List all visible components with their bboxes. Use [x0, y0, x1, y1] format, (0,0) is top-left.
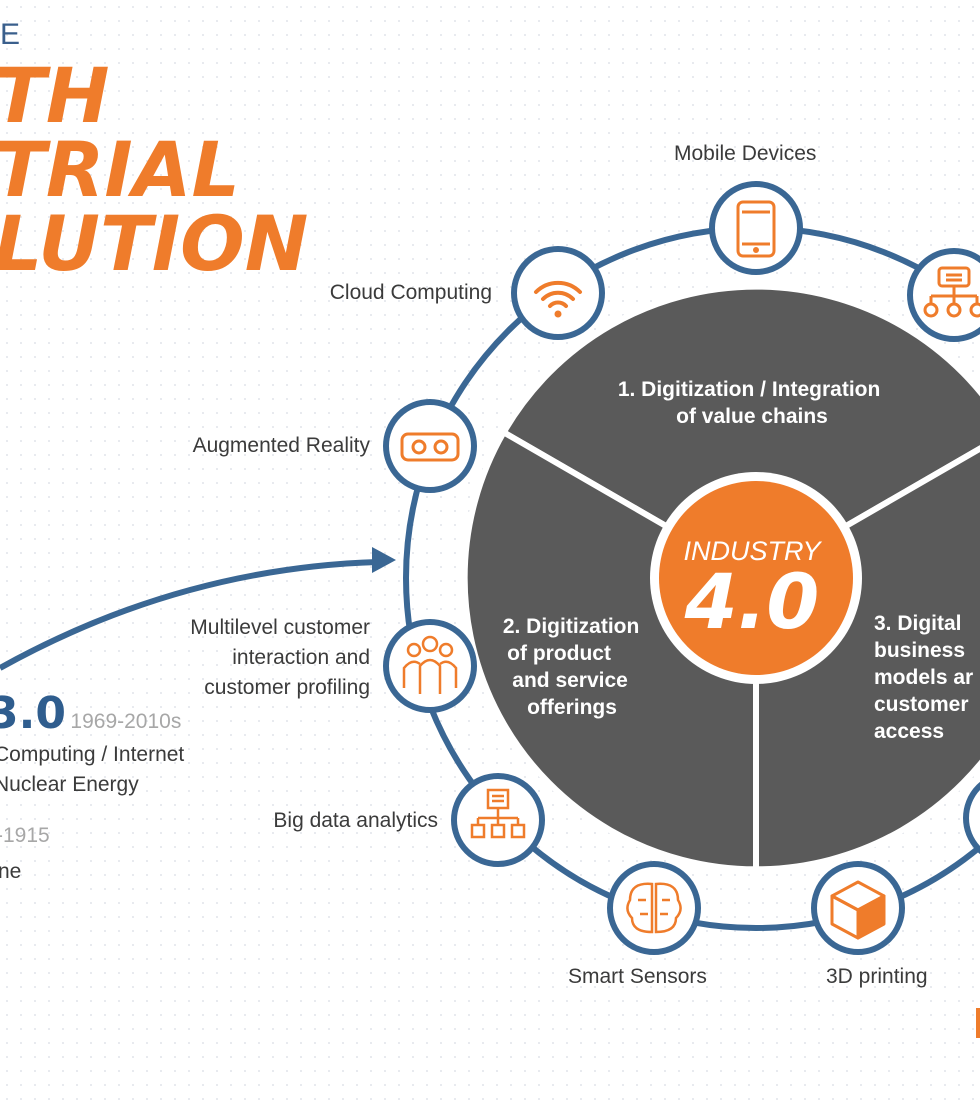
- era-3-line-1: Computing / Internet: [0, 743, 185, 766]
- logo-fragment: [976, 1008, 980, 1038]
- timeline-arrowhead: [372, 547, 396, 573]
- center-label: INDUSTRY: [683, 536, 822, 566]
- label-big-data: Big data analytics: [273, 809, 438, 832]
- title-line-3: LUTION: [0, 199, 309, 288]
- era-3-years: 1969-2010s: [70, 710, 182, 733]
- title-kicker: E: [0, 18, 23, 51]
- center-number: 4.0: [684, 557, 820, 646]
- network-hierarchy-icon: [923, 266, 980, 318]
- wifi-icon: [534, 280, 582, 318]
- node-cloud-computing[interactable]: [511, 246, 605, 340]
- era-2-text: ne: [0, 860, 22, 883]
- label-smart-sensors: Smart Sensors: [568, 965, 707, 988]
- sector-1-text: 1. Digitization / Integration of value c…: [618, 378, 886, 428]
- title-line-1: TH: [0, 51, 110, 140]
- node-network[interactable]: [907, 248, 980, 342]
- node-customer-interaction[interactable]: [383, 619, 477, 713]
- era-3-heading: 3.0 1969-2010s: [0, 688, 181, 739]
- label-customer-interaction: Multilevel customer interaction and cust…: [190, 616, 370, 699]
- timeline-arrow: [0, 559, 379, 671]
- people-group-icon: [402, 635, 458, 694]
- vr-goggles-icon: [400, 432, 460, 462]
- title-line-2: TRIAL: [0, 125, 240, 214]
- factory-network-icon: [470, 788, 526, 839]
- brain-circuit-icon: [626, 882, 682, 934]
- era-3-line-2: Nuclear Energy: [0, 773, 139, 796]
- sector-3-text: 3. Digital business models ar customer a…: [874, 612, 979, 743]
- label-cloud-computing: Cloud Computing: [329, 281, 492, 304]
- node-big-data[interactable]: [451, 773, 545, 867]
- center-badge: [659, 481, 853, 675]
- node-smart-sensors[interactable]: [607, 861, 701, 955]
- 3d-cube-icon: [830, 880, 886, 940]
- era-3-number: 3.0: [0, 688, 66, 739]
- node-3d-printing[interactable]: [811, 861, 905, 955]
- sector-2-text: 2. Digitization of product and service o…: [503, 615, 645, 719]
- label-augmented-reality: Augmented Reality: [192, 434, 370, 457]
- mobile-phone-icon: [736, 200, 776, 258]
- node-cropped-right[interactable]: [963, 774, 980, 862]
- sector-value-chains: [499, 283, 980, 582]
- era-2-years: -1915: [0, 824, 50, 847]
- node-augmented-reality[interactable]: [383, 399, 477, 493]
- node-mobile-devices[interactable]: [709, 181, 803, 275]
- label-mobile-devices: Mobile Devices: [674, 142, 817, 165]
- label-3d-printing: 3D printing: [826, 965, 928, 988]
